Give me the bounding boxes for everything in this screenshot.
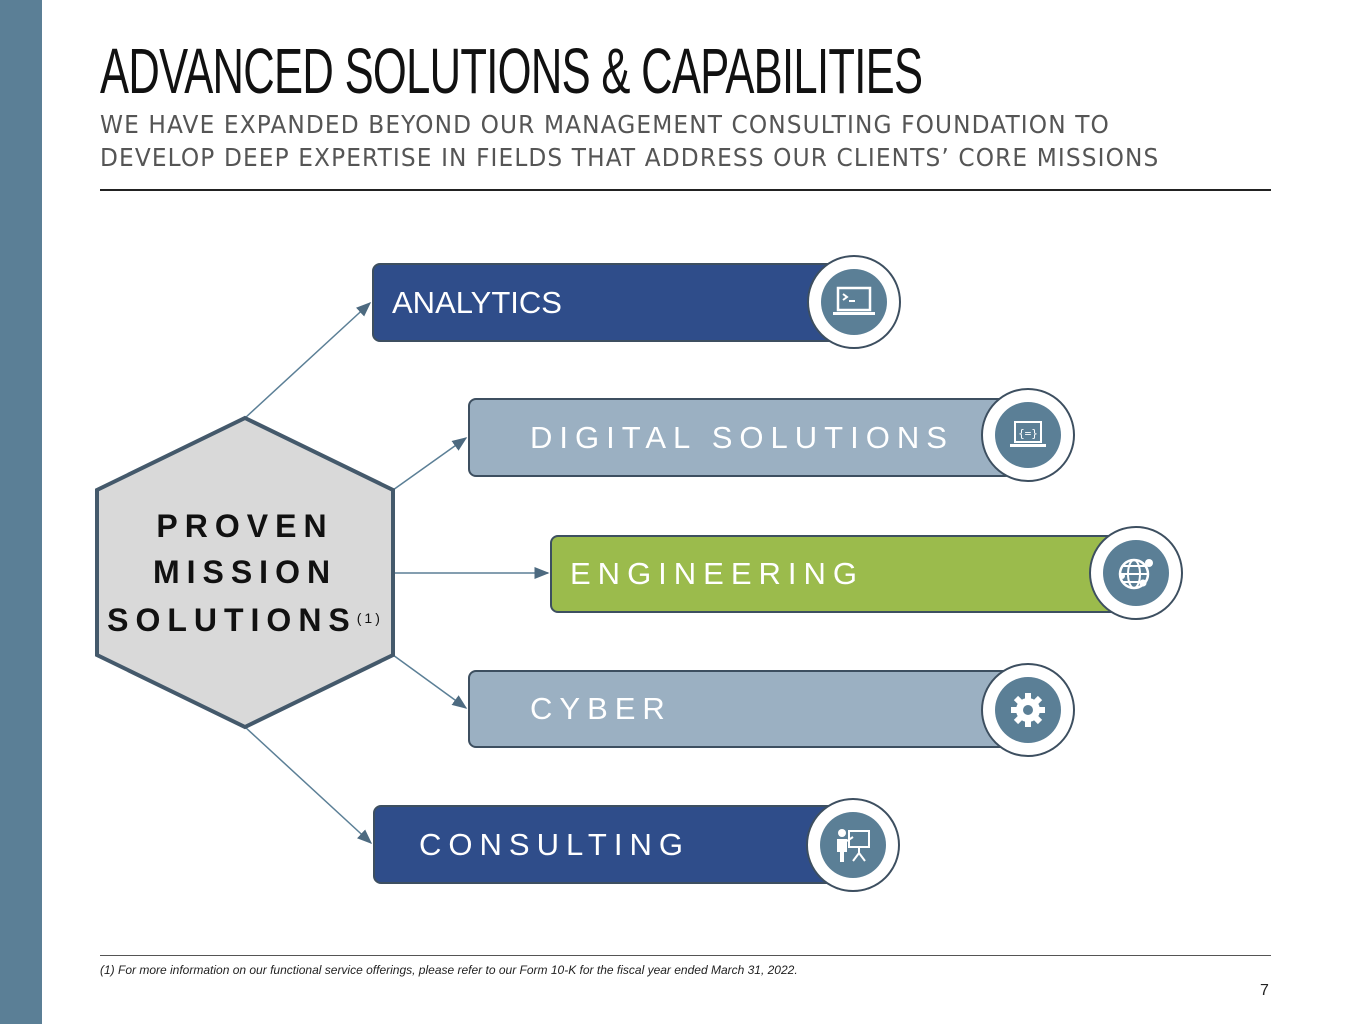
hub-line-3: SOLUTIONS	[107, 602, 357, 638]
arrow-consulting	[244, 726, 373, 845]
engineering-icon-badge	[1089, 526, 1183, 620]
capability-label: CYBER	[530, 691, 672, 726]
footnote: (1) For more information on our function…	[100, 963, 798, 977]
arrow-cyber	[392, 654, 468, 709]
capability-engineering: ENGINEERING	[550, 535, 1132, 613]
digital-icon-badge: {=}	[981, 388, 1075, 482]
analytics-icon-badge	[807, 255, 901, 349]
subtitle-line-2: DEVELOP DEEP EXPERTISE IN FIELDS THAT AD…	[100, 143, 1160, 172]
gear-icon	[1011, 693, 1045, 727]
hub-line-1: PROVEN	[156, 508, 334, 544]
footnote-ref: (1)	[356, 610, 383, 626]
hub-line-2: MISSION	[152, 554, 338, 590]
laptop-terminal-icon	[833, 286, 875, 315]
page-subtitle: WE HAVE EXPANDED BEYOND OUR MANAGEMENT C…	[100, 108, 1159, 174]
side-accent-bar	[0, 0, 42, 1024]
globe-network-icon	[1118, 558, 1153, 590]
capability-cyber: CYBER	[468, 670, 1013, 748]
capability-label: ENGINEERING	[570, 556, 865, 591]
hub-label: PROVEN MISSION SOLUTIONS(1)	[100, 503, 390, 643]
page-number: 7	[1260, 982, 1269, 999]
page-title: ADVANCED SOLUTIONS & CAPABILITIES	[100, 35, 923, 107]
capability-label: CONSULTING	[419, 826, 690, 862]
capability-label: ANALYTICS	[392, 284, 562, 320]
hub-hexagon	[95, 415, 395, 730]
capability-label: DIGITAL SOLUTIONS	[530, 419, 954, 455]
capability-analytics: ANALYTICS	[372, 263, 852, 342]
arrow-analytics	[244, 301, 372, 419]
capability-consulting: CONSULTING	[373, 805, 853, 884]
subtitle-line-1: WE HAVE EXPANDED BEYOND OUR MANAGEMENT C…	[100, 110, 1110, 139]
svg-text:{=}: {=}	[1018, 427, 1038, 440]
cyber-icon-badge	[981, 663, 1075, 757]
title-divider	[100, 189, 1271, 191]
footnote-divider	[100, 955, 1271, 956]
capability-digital-solutions: DIGITAL SOLUTIONS	[468, 398, 1013, 477]
presenter-icon	[837, 829, 870, 862]
laptop-code-icon: {=}	[1010, 421, 1046, 447]
arrow-digital	[392, 437, 468, 491]
consulting-icon-badge	[806, 798, 900, 892]
